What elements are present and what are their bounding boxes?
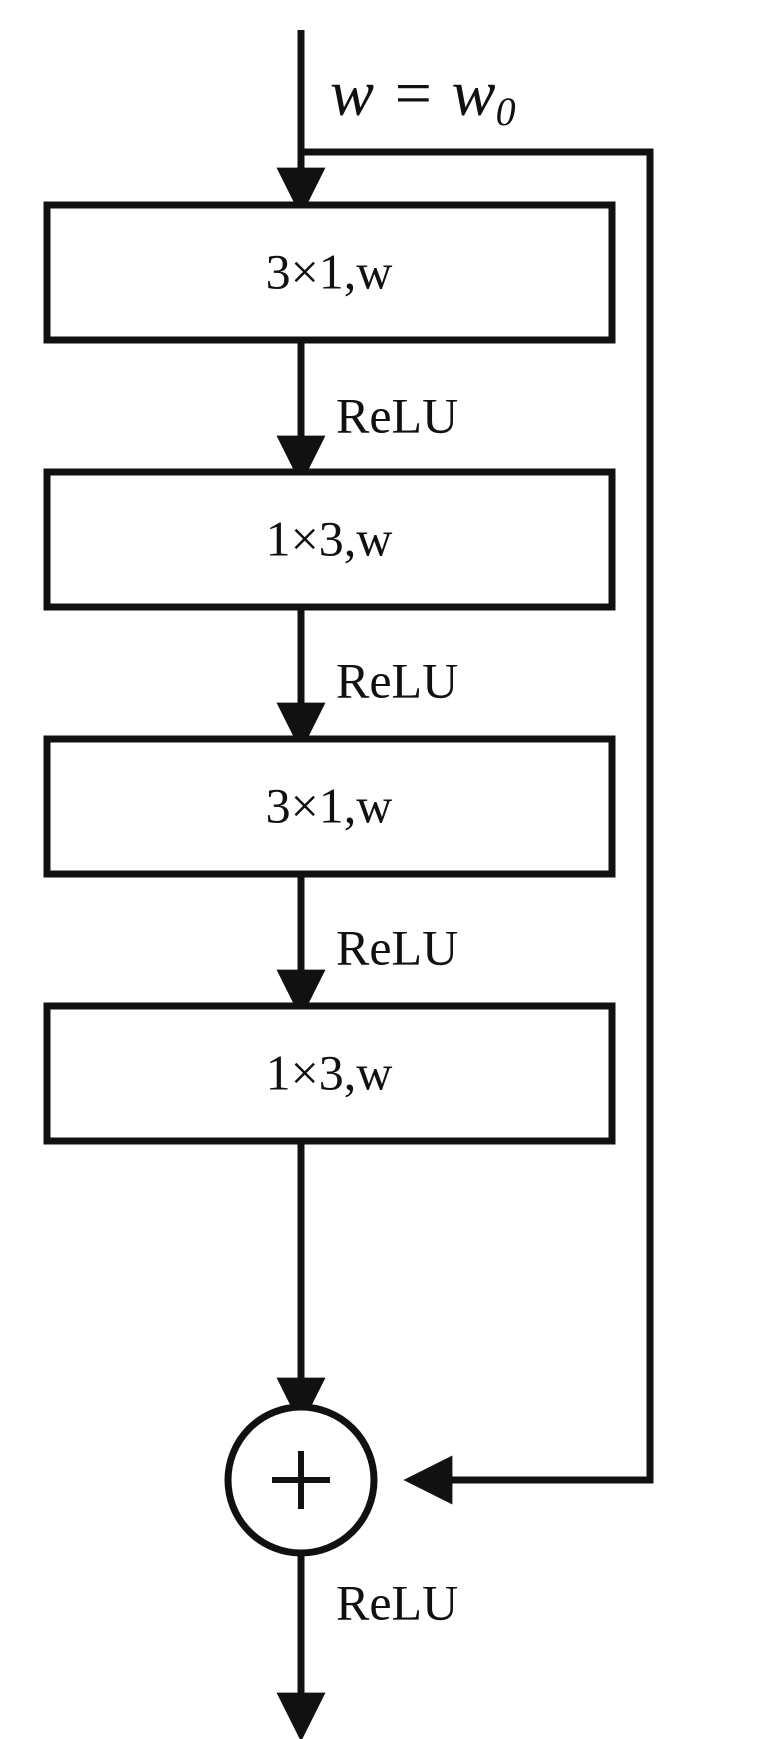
relu-label-3: ReLU bbox=[336, 919, 458, 975]
conv-block-3 bbox=[43, 735, 616, 878]
input-width-subscript: 0 bbox=[496, 89, 516, 134]
conv-block-1 bbox=[43, 201, 616, 344]
conv-block-4-label: 1×3,w bbox=[266, 1044, 393, 1100]
conv-block-3-label: 3×1,w bbox=[266, 777, 393, 833]
conv-block-4 bbox=[43, 1002, 616, 1145]
input-width-label: w = w0 bbox=[330, 57, 516, 134]
relu-label-4: ReLU bbox=[336, 1574, 458, 1630]
conv-block-2-label: 1×3,w bbox=[266, 510, 393, 566]
conv-block-2 bbox=[43, 468, 616, 611]
input-width-main: w = w bbox=[330, 57, 496, 130]
relu-label-2: ReLU bbox=[336, 652, 458, 708]
conv-block-1-label: 3×1,w bbox=[266, 243, 393, 299]
relu-label-1: ReLU bbox=[336, 387, 458, 443]
skip-connection-path bbox=[301, 148, 654, 1505]
